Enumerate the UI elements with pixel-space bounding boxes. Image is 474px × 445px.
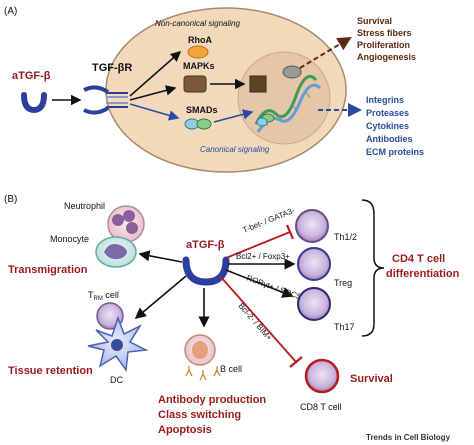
receptor-label: TGF-βR [92,62,132,74]
rhoa-protein [187,45,209,59]
smads-label: SMADs [186,105,218,115]
bcell-nucleus [192,341,208,359]
neutrophil-nucleus [112,210,138,234]
dna-helix [254,65,322,133]
bcell-outcome-antibody: Antibody production [158,394,266,406]
mapks-nuclear-protein [249,75,267,93]
atgf-ligand-a [21,92,47,114]
trm-suffix: cell [103,290,119,300]
transmigration-label: Transmigration [8,264,88,276]
th17-label: Th17 [334,322,355,332]
th17-cell [297,287,331,321]
monocyte-nucleus [104,244,127,260]
noncanonical-label: Non-canonical signaling [155,19,240,28]
neutrophil-label: Neutrophil [64,201,105,211]
th12-label: Th1/2 [334,232,357,242]
cd4-title-line1: CD4 T cell [392,253,445,265]
mapks-protein [183,75,207,93]
smad-protein-2 [196,118,212,130]
footer-credit: Trends in Cell Biology [366,433,451,442]
outcome-cytokines: Cytokines [366,121,409,131]
th12-factor: T-bet- / GATA3- [241,206,296,235]
atgf-label-b: aTGF-β [186,239,225,251]
outcome-stress-fibers: Stress fibers [357,28,412,38]
outcome-proteases: Proteases [366,108,409,118]
outcome-proliferation: Proliferation [357,40,410,50]
cd4-bracket [361,199,385,337]
trm-label: TRM cell [88,290,119,302]
nucleus [237,51,331,145]
arrow-to-monocyte [138,250,183,263]
noncanonical-outcome-arrow [299,36,352,69]
bcell-outcome-apoptosis: Apoptosis [158,424,212,436]
outcome-survival: Survival [357,16,392,26]
inhibit-th12-bar [285,224,295,240]
treg-label: Treg [334,278,352,288]
treg-cell [297,247,331,281]
bcell-antibodies [185,366,221,381]
th12-cell [295,209,329,243]
tgf-receptor [83,85,128,115]
arrow-to-smads [129,103,180,121]
arrow-to-trm [134,275,187,320]
arrow-to-rhoa [129,51,182,97]
inhibit-cd8 [219,275,297,363]
outcome-integrins: Integrins [366,95,404,105]
arrow-to-th17 [225,269,294,298]
survival-label: Survival [350,373,393,385]
bcell-outcome-class-switching: Class switching [158,409,241,421]
cd8-cell [304,358,340,394]
canonical-outcomes: Integrins Proteases Cytokines Antibodies… [366,95,424,157]
bcell-label: B cell [220,364,242,374]
canonical-label: Canonical signaling [200,145,270,154]
noncanonical-outcomes: Survival Stress fibers Proliferation Ang… [357,16,416,62]
outcome-angiogenesis: Angiogenesis [357,52,416,62]
rhoa-label: RhoA [188,35,212,45]
mapks-label: MAPKs [183,61,215,71]
inhibit-cd8-bar [289,356,303,368]
cd8-factor: Bcl-2- / BIM+ [236,301,273,342]
arrow-smads-to-nucleus [213,109,254,123]
cd8-label: CD8 T cell [300,402,342,412]
treg-factor: Bcl2+ / Foxp3+ [236,252,290,261]
panel-b-label: (B) [4,194,17,205]
cd4-title-line2: differentiation [386,268,460,280]
arrow-to-mapks [129,85,177,101]
dc-nucleus [111,339,123,351]
atgf-label-a: aTGF-β [12,70,51,82]
outcome-ecm-proteins: ECM proteins [366,147,424,157]
dc-label: DC [110,375,123,385]
monocyte-label: Monocyte [50,234,89,244]
trm-sub: RM [94,296,103,302]
trm-main: T [88,290,94,300]
panel-a-label: (A) [4,6,17,17]
atgf-ligand-b [182,256,230,286]
inhibit-th12 [225,231,291,259]
tissue-retention-label: Tissue retention [8,365,93,377]
outcome-antibodies: Antibodies [366,134,413,144]
